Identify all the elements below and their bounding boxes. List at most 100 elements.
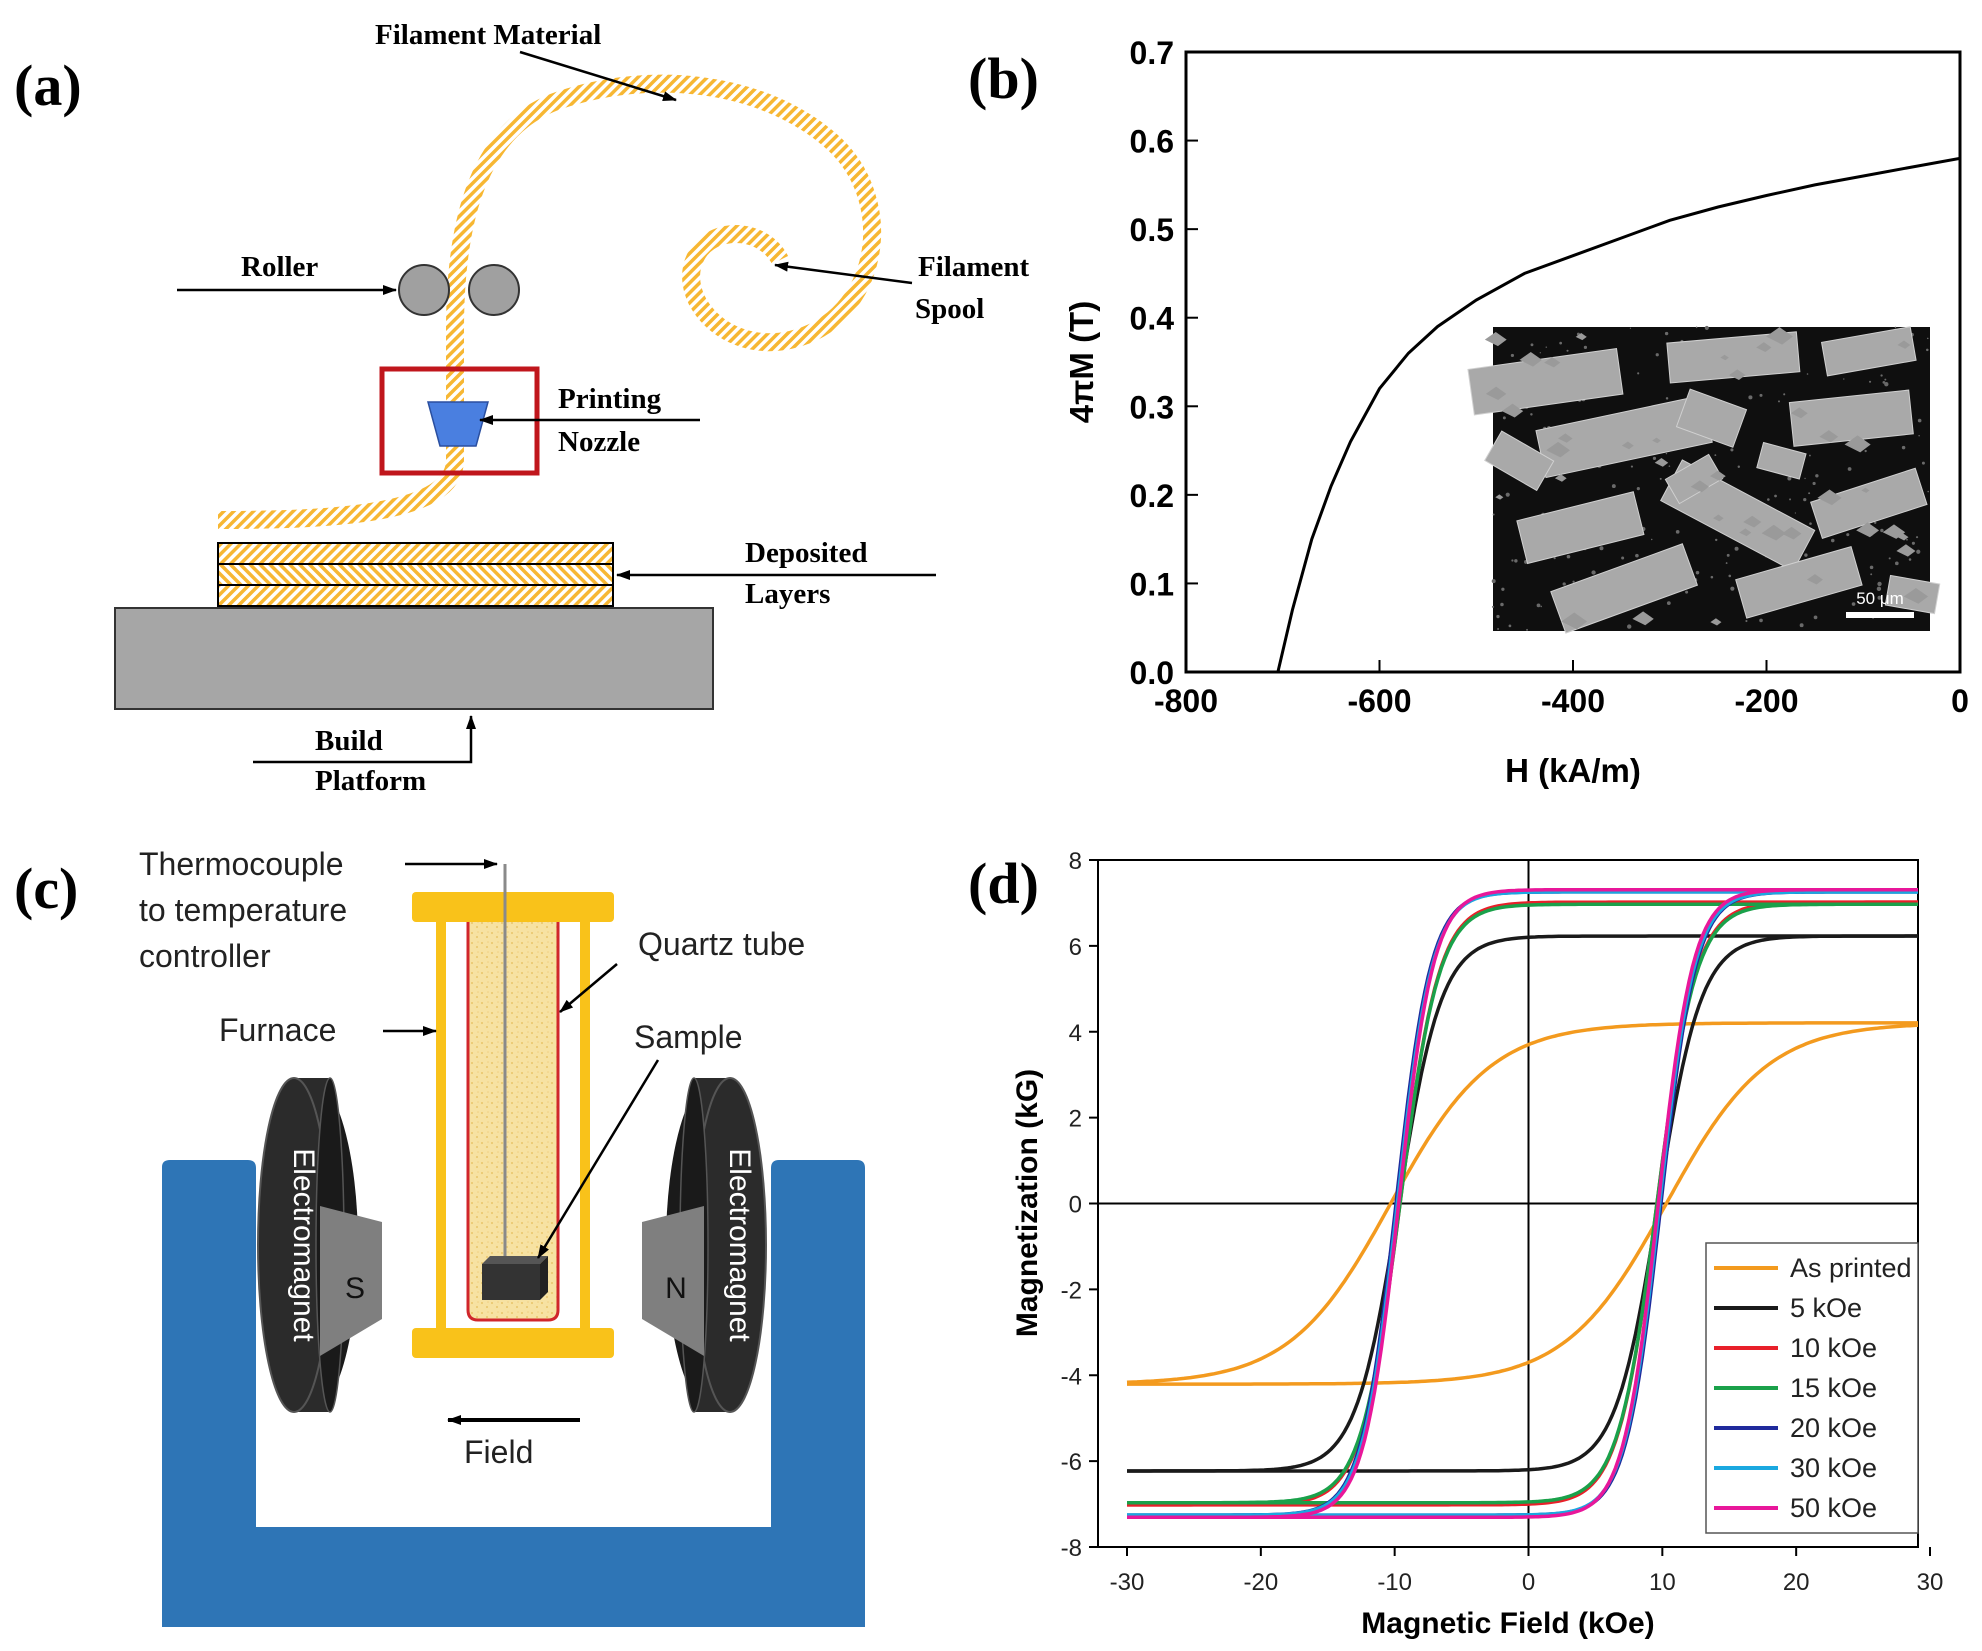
legend-label: 50 kOe [1790, 1493, 1877, 1523]
chart-b-ytick-label: 0.4 [1130, 301, 1175, 337]
chart-b-xtick-label: -800 [1154, 683, 1218, 719]
sample-block [482, 1256, 548, 1300]
panel-c-label: (c) [14, 856, 78, 921]
build-platform [114, 607, 714, 710]
label-roller: Roller [241, 251, 318, 283]
chart-d-xtick-label: -30 [1110, 1569, 1145, 1596]
label-furnace: Furnace [219, 1012, 336, 1048]
label-filament-spool-2: Spool [915, 293, 984, 325]
chart-d-xtick-label: 10 [1649, 1569, 1676, 1596]
pole-s [320, 1206, 382, 1356]
chart-d-xlabel: Magnetic Field (kOe) [1361, 1607, 1654, 1640]
chart-d-ytick-label: 2 [1069, 1106, 1082, 1133]
arrow-filament-material [519, 50, 677, 102]
chart-d-branch-descending [1126, 1021, 1918, 1385]
furnace-top-cap [412, 892, 614, 922]
label-thermocouple-3: controller [139, 938, 271, 974]
furnace-wall-right [580, 922, 590, 1328]
chart-d-branch-ascending [1127, 890, 1918, 1517]
label-filament-spool-1: Filament [918, 251, 1029, 283]
legend-label: 15 kOe [1790, 1373, 1877, 1403]
quartz-tube [466, 922, 560, 1322]
chart-d-legend: As printed 5 kOe 10 kOe 15 kOe 20 kOe 30 kOe 5… [1705, 1242, 1919, 1534]
label-pole-n: N [665, 1272, 687, 1305]
chart-d-series-3 [1127, 902, 1918, 1505]
legend-label: 10 kOe [1790, 1333, 1877, 1363]
scale-bar-label: 50 μm [1856, 589, 1904, 608]
chart-d-plot [1126, 887, 1918, 1520]
chart-d-ytick-label: 4 [1069, 1020, 1082, 1047]
label-pole-s: S [345, 1272, 365, 1305]
chart-b-xtick-label: -400 [1541, 683, 1605, 719]
chart-d-ytick-label: 0 [1069, 1192, 1082, 1219]
chart-d-series-6 [1127, 887, 1918, 1520]
chart-b-ytick-label: 0.1 [1130, 566, 1174, 602]
label-sample: Sample [634, 1019, 743, 1055]
label-printing-nozzle-2: Nozzle [558, 426, 640, 458]
legend-label: As printed [1790, 1253, 1912, 1283]
furnace-bottom-cap [412, 1328, 614, 1358]
chart-d-series-1 [1127, 934, 1918, 1473]
chart-d-series-5 [1127, 890, 1918, 1517]
chart-d-xtick-label: -10 [1377, 1569, 1412, 1596]
chart-d-xtick-label: -20 [1243, 1569, 1278, 1596]
sem-micrograph-inset: 50 μm [1467, 325, 1941, 634]
chart-d-ytick-label: 6 [1069, 934, 1082, 961]
chart-b-xtick-label: 0 [1951, 683, 1969, 719]
label-thermocouple-1: Thermocouple [139, 846, 344, 882]
label-quartz-tube: Quartz tube [638, 926, 805, 962]
deposited-layer-1 [217, 542, 614, 565]
label-electromagnet-left: Electromagnet [287, 1148, 320, 1342]
arrow-filament-spool [774, 261, 913, 285]
chart-d-ytick-label: -6 [1061, 1449, 1082, 1476]
pole-n [642, 1206, 704, 1356]
chart-d-branch-ascending [1127, 934, 1918, 1473]
arrow-build-platform [253, 715, 476, 764]
panel-c: (c) Electromagnet S Electromagnet N [14, 846, 865, 1627]
chart-b-ytick-label: 0.0 [1130, 655, 1174, 691]
chart-d-xtick-label: 30 [1917, 1569, 1944, 1596]
magnet-yoke [162, 1160, 865, 1627]
chart-b-ytick-label: 0.5 [1130, 212, 1174, 248]
label-deposited-layers-2: Layers [745, 578, 830, 610]
chart-b-xlabel: H (kA/m) [1505, 752, 1641, 789]
chart-b-plot [1276, 156, 1960, 672]
roller-left [398, 264, 450, 316]
chart-d-ylabel: Magnetization (kG) [1011, 1069, 1044, 1337]
arrow-quartz-tube [559, 963, 618, 1013]
chart-d-ytick-label: 8 [1069, 848, 1082, 875]
chart-d-ytick-label: -2 [1061, 1277, 1082, 1304]
chart-d-xtick-label: 0 [1522, 1569, 1535, 1596]
legend-label: 30 kOe [1790, 1453, 1877, 1483]
chart-d-branch-ascending [1127, 902, 1918, 1505]
arrow-sample [536, 1059, 660, 1259]
label-printing-nozzle-1: Printing [558, 383, 662, 415]
filament-strand [217, 74, 882, 529]
label-build-platform-2: Platform [315, 765, 426, 797]
deposited-layer-2 [217, 563, 614, 586]
furnace-wall-left [436, 922, 446, 1328]
chart-b-xtick-label: -200 [1734, 683, 1798, 719]
deposited-layer-3 [217, 584, 614, 607]
chart-b-xtick-label: -600 [1347, 683, 1411, 719]
panel-a: (a) Filament Material Roller Filament Sp… [14, 19, 1029, 797]
chart-d-branch-ascending [1127, 887, 1918, 1520]
chart-d-branch-ascending [1127, 1023, 1918, 1386]
chart-d-xtick-label: 20 [1783, 1569, 1810, 1596]
chart-d-ytick-label: -8 [1061, 1535, 1082, 1562]
label-thermocouple-2: to temperature [139, 892, 347, 928]
legend-label: 20 kOe [1790, 1413, 1877, 1443]
label-build-platform-1: Build [315, 725, 383, 757]
label-electromagnet-right: Electromagnet [723, 1148, 756, 1342]
chart-b-ylabel: 4πM (T) [1063, 301, 1100, 423]
chart-b-ytick-label: 0.6 [1130, 124, 1174, 160]
chart-b-demag-curve [1276, 156, 1960, 672]
chart-b-ytick-label: 0.2 [1130, 478, 1174, 514]
legend-label: 5 kOe [1790, 1293, 1862, 1323]
label-filament-material: Filament Material [375, 19, 601, 51]
panel-b-label: (b) [968, 46, 1039, 111]
